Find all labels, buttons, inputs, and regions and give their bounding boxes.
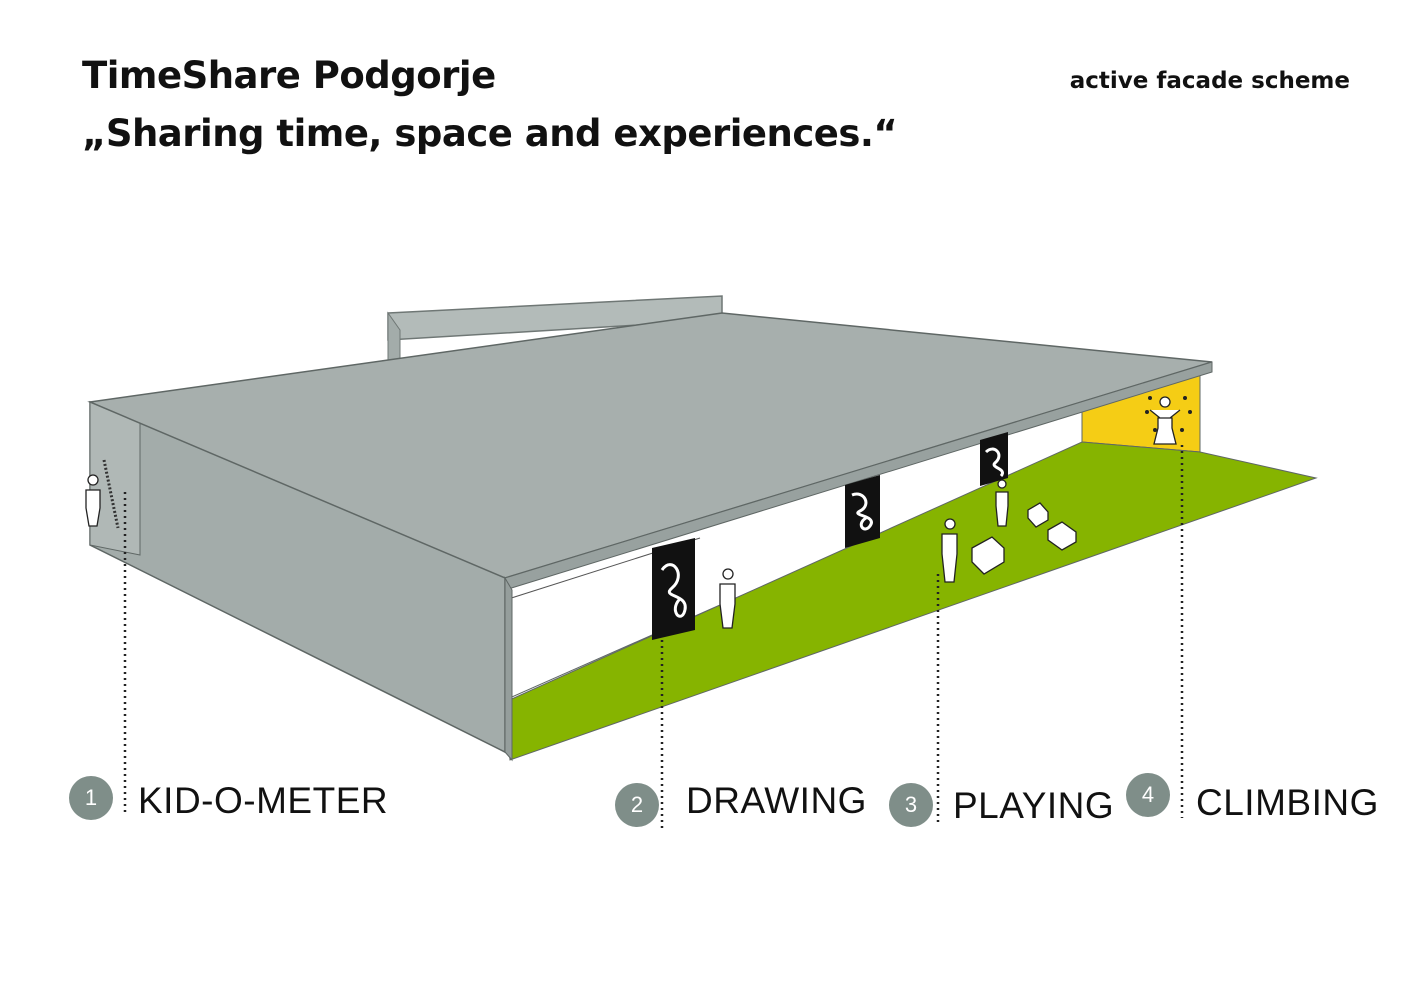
scheme-caption: active facade scheme [1069,68,1350,94]
label-climbing: CLIMBING [1196,782,1379,823]
roof-front-lip [504,576,513,762]
leader-lines [123,445,1184,828]
climbing-splash [1145,396,1192,432]
drawing-panel-1 [652,538,695,640]
badge-2: 2 [615,783,659,827]
kid-o-meter-ruler [102,459,120,529]
page-subtitle: „Sharing time, space and experiences.“ [82,112,898,155]
scribble-2 [851,492,873,531]
badge-4: 4 [1126,773,1170,817]
drawing-panel-2 [845,475,880,548]
badge-1: 1 [69,776,113,820]
badge-3: 3 [889,783,933,827]
person-figures [85,396,1181,629]
scribble-1 [660,563,687,618]
play-cubes [971,502,1077,575]
label-kid-o-meter: KID-O-METER [138,780,389,821]
label-drawing: DRAWING [686,780,867,821]
drawing-panel-3 [980,432,1008,486]
page-title: TimeShare Podgorje [82,54,496,97]
label-playing: PLAYING [953,785,1115,826]
scribble-3 [984,447,1004,477]
